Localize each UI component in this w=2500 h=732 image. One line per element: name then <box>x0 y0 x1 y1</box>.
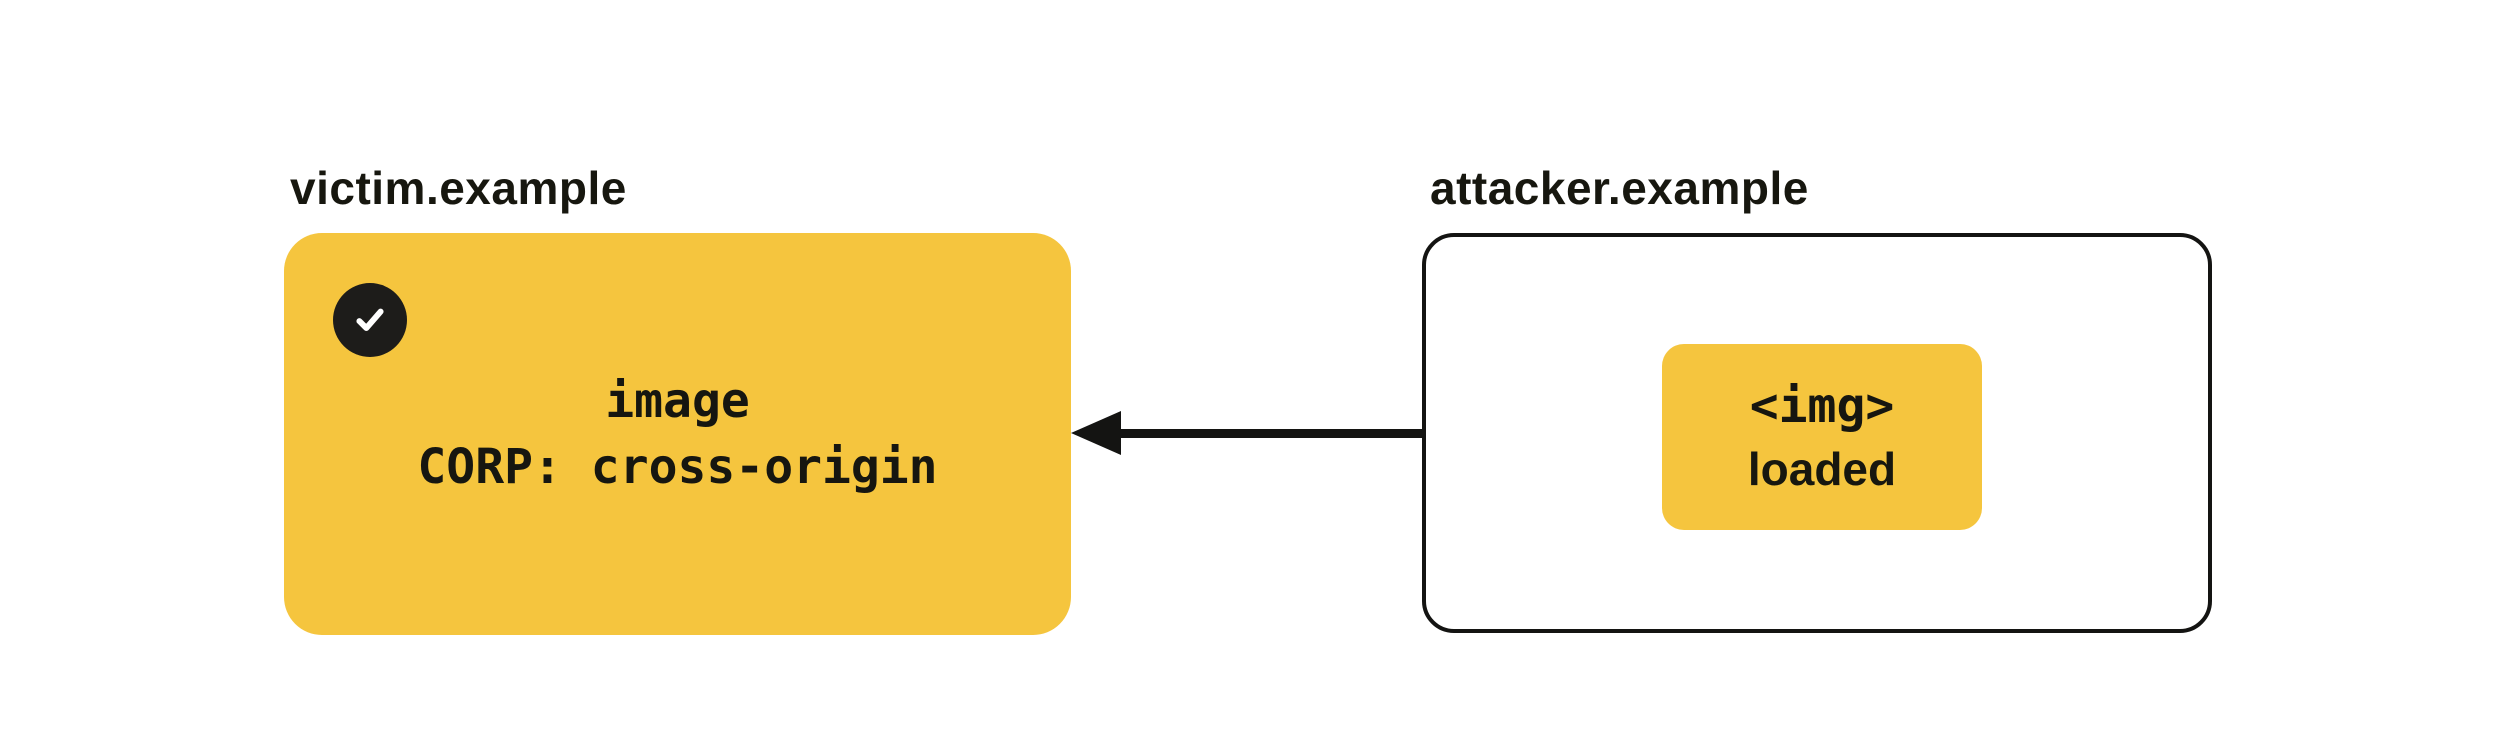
victim-resource-line2: CORP: cross-origin <box>417 439 938 495</box>
victim-resource-line1: image <box>605 373 750 429</box>
arrowhead-left-icon <box>1071 411 1121 455</box>
request-arrow <box>1071 411 1658 455</box>
attacker-origin-title: attacker.example <box>1430 162 1809 214</box>
loaded-label: loaded <box>1747 443 1897 495</box>
victim-origin-title: victim.example <box>290 162 627 214</box>
check-icon <box>333 283 407 357</box>
img-loaded-box: <img> loaded <box>1662 344 1982 530</box>
attacker-origin-box: <img> loaded <box>1422 233 2212 633</box>
img-tag-label: <img> <box>1749 378 1895 434</box>
victim-resource-label: image CORP: cross-origin <box>284 233 1071 635</box>
arrow-shaft <box>1121 428 1658 438</box>
victim-origin-box: image CORP: cross-origin <box>284 233 1071 635</box>
